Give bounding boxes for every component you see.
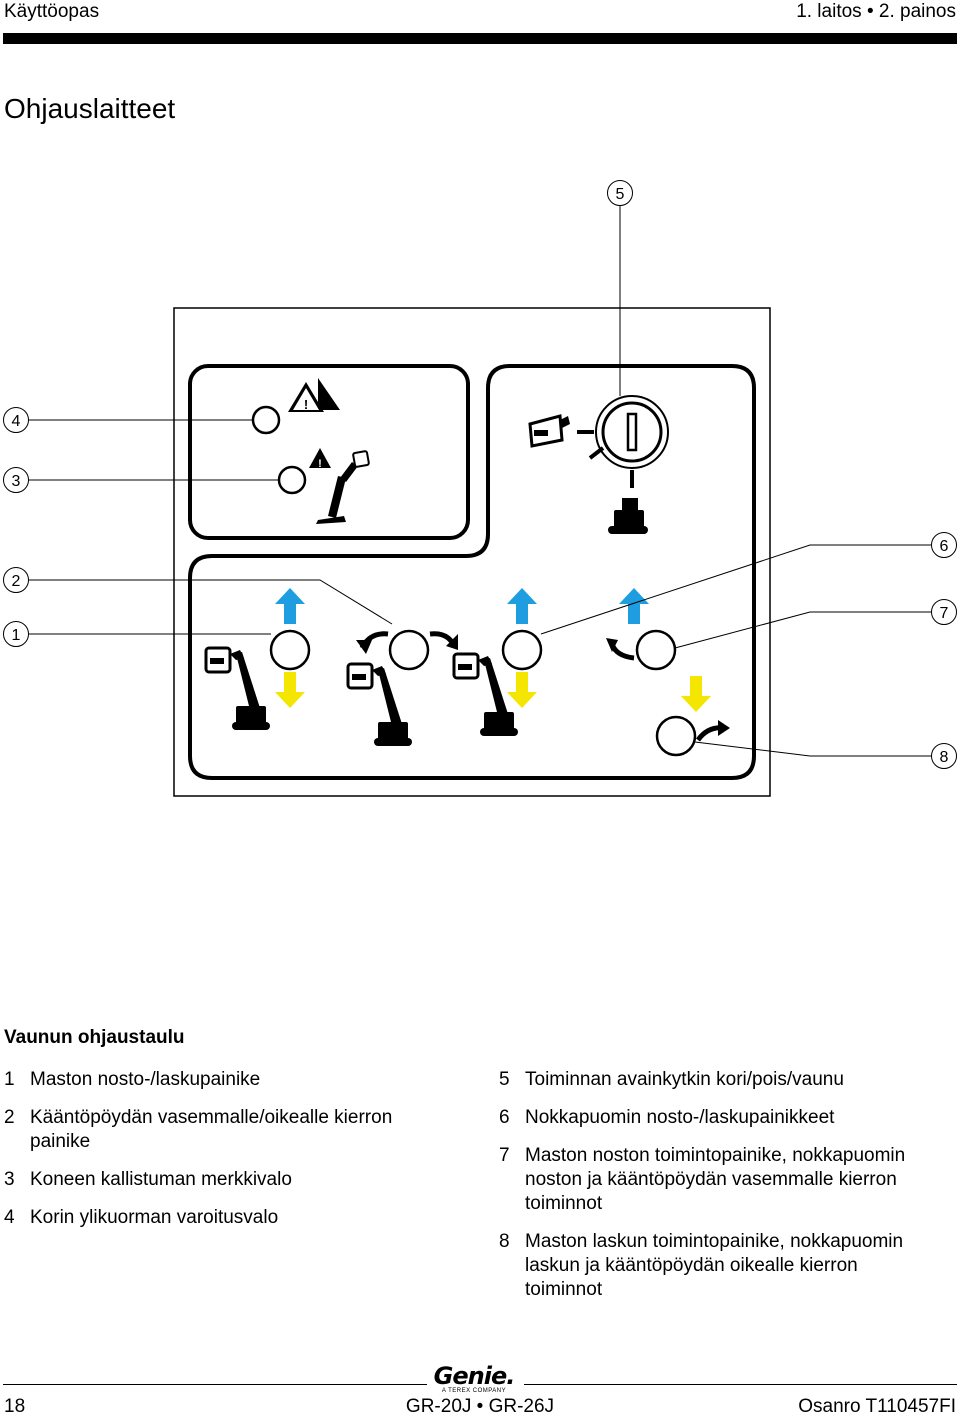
legend-item: 1 Maston nosto-/laskupainike (4, 1068, 444, 1092)
edition-label: 1. laitos • 2. painos (796, 1, 956, 22)
svg-text:6: 6 (940, 538, 949, 555)
overload-indicator-light (251, 405, 281, 435)
legend-text: Korin ylikuorman varoitusvalo (30, 1207, 279, 1228)
legend-number: 5 (499, 1069, 510, 1090)
legend-text: Maston laskun toimintopainike, nokkapuom… (525, 1231, 904, 1300)
tilt-warning-icon: ! (309, 448, 370, 524)
legend-left: 1 Maston nosto-/laskupainike 2 Kääntöpöy… (4, 1068, 444, 1244)
svg-text:1: 1 (12, 627, 21, 644)
manual-title: Käyttöopas (4, 1, 100, 22)
page-number: 18 (4, 1396, 26, 1417)
legend-text: Toiminnan avainkytkin kori/pois/vaunu (525, 1069, 844, 1090)
legend-text: Maston nosto-/laskupainike (30, 1069, 261, 1090)
legend-item: 8 Maston laskun toimintopainike, nokkapu… (499, 1230, 939, 1302)
legend-number: 8 (499, 1231, 510, 1252)
genie-logo: Genie. A TEREX COMPANY (428, 1364, 520, 1395)
mast-up-down-button[interactable] (269, 629, 311, 671)
svg-text:8: 8 (940, 749, 949, 766)
overload-warning-icon: ! (288, 378, 340, 412)
legend-number: 3 (4, 1169, 15, 1190)
legend-text: Koneen kallistuman merkkivalo (30, 1169, 292, 1190)
legend-item: 4 Korin ylikuorman varoitusvalo (4, 1206, 444, 1230)
turntable-rotate-button[interactable] (388, 629, 430, 671)
callout-3: 3 (3, 467, 29, 493)
callout-4: 4 (3, 407, 29, 433)
control-panel-figure: ! ! (3, 180, 957, 797)
svg-text:5: 5 (616, 186, 625, 203)
footer-rule-right (524, 1384, 957, 1385)
controls-frame (188, 364, 756, 780)
legend-item: 6 Nokkapuomin nosto-/laskupainikkeet (499, 1106, 939, 1130)
callout-5: 5 (607, 180, 633, 206)
callout-7: 7 (931, 599, 957, 625)
legend-text: Maston noston toimintopainike, nokkapuom… (525, 1145, 906, 1214)
svg-text:7: 7 (940, 605, 949, 622)
key-switch-icon (577, 395, 669, 488)
platform-icon (528, 414, 570, 448)
callout-8: 8 (931, 743, 957, 769)
legend-number: 2 (4, 1107, 15, 1128)
logo-wordmark: Genie. (433, 1362, 516, 1390)
header-rule (3, 33, 957, 44)
callout-2: 2 (3, 567, 29, 593)
part-number: Osanro T110457FI (798, 1396, 956, 1417)
ground-control-icon (608, 498, 648, 534)
legend-text: Nokkapuomin nosto-/laskupainikkeet (525, 1107, 835, 1128)
legend-text: Kääntöpöydän vasemmalle/oikealle kierron… (30, 1107, 393, 1152)
footer-rule-left (3, 1384, 427, 1385)
legend-number: 6 (499, 1107, 510, 1128)
svg-text:2: 2 (12, 573, 21, 590)
model-label: GR-20J • GR-26J (405, 1396, 555, 1417)
logo-tagline: A TEREX COMPANY (441, 1388, 507, 1394)
page-title: Ohjauslaitteet (4, 93, 176, 124)
legend-item: 7 Maston noston toimintopainike, nokkapu… (499, 1144, 939, 1216)
legend-number: 1 (4, 1069, 15, 1090)
legend-number: 7 (499, 1145, 510, 1166)
indicator-frame (188, 364, 470, 540)
mast-up-enable-button[interactable] (635, 629, 677, 671)
svg-text:!: ! (318, 458, 322, 470)
section-title: Vaunun ohjaustaulu (4, 1027, 185, 1048)
svg-text:4: 4 (12, 413, 21, 430)
legend-item: 3 Koneen kallistuman merkkivalo (4, 1168, 444, 1192)
svg-text:3: 3 (12, 473, 21, 490)
callout-6: 6 (931, 532, 957, 558)
legend-right: 5 Toiminnan avainkytkin kori/pois/vaunu … (499, 1068, 939, 1316)
leader-lines (29, 206, 931, 757)
legend-number: 4 (4, 1207, 15, 1228)
tilt-indicator-light (277, 465, 307, 495)
panel-outline (173, 307, 771, 797)
callout-1: 1 (3, 621, 29, 647)
svg-text:!: ! (304, 397, 308, 412)
legend-item: 2 Kääntöpöydän vasemmalle/oikealle kierr… (4, 1106, 444, 1154)
jib-up-down-button[interactable] (501, 629, 543, 671)
legend-item: 5 Toiminnan avainkytkin kori/pois/vaunu (499, 1068, 939, 1092)
mast-down-enable-button[interactable] (655, 715, 697, 757)
